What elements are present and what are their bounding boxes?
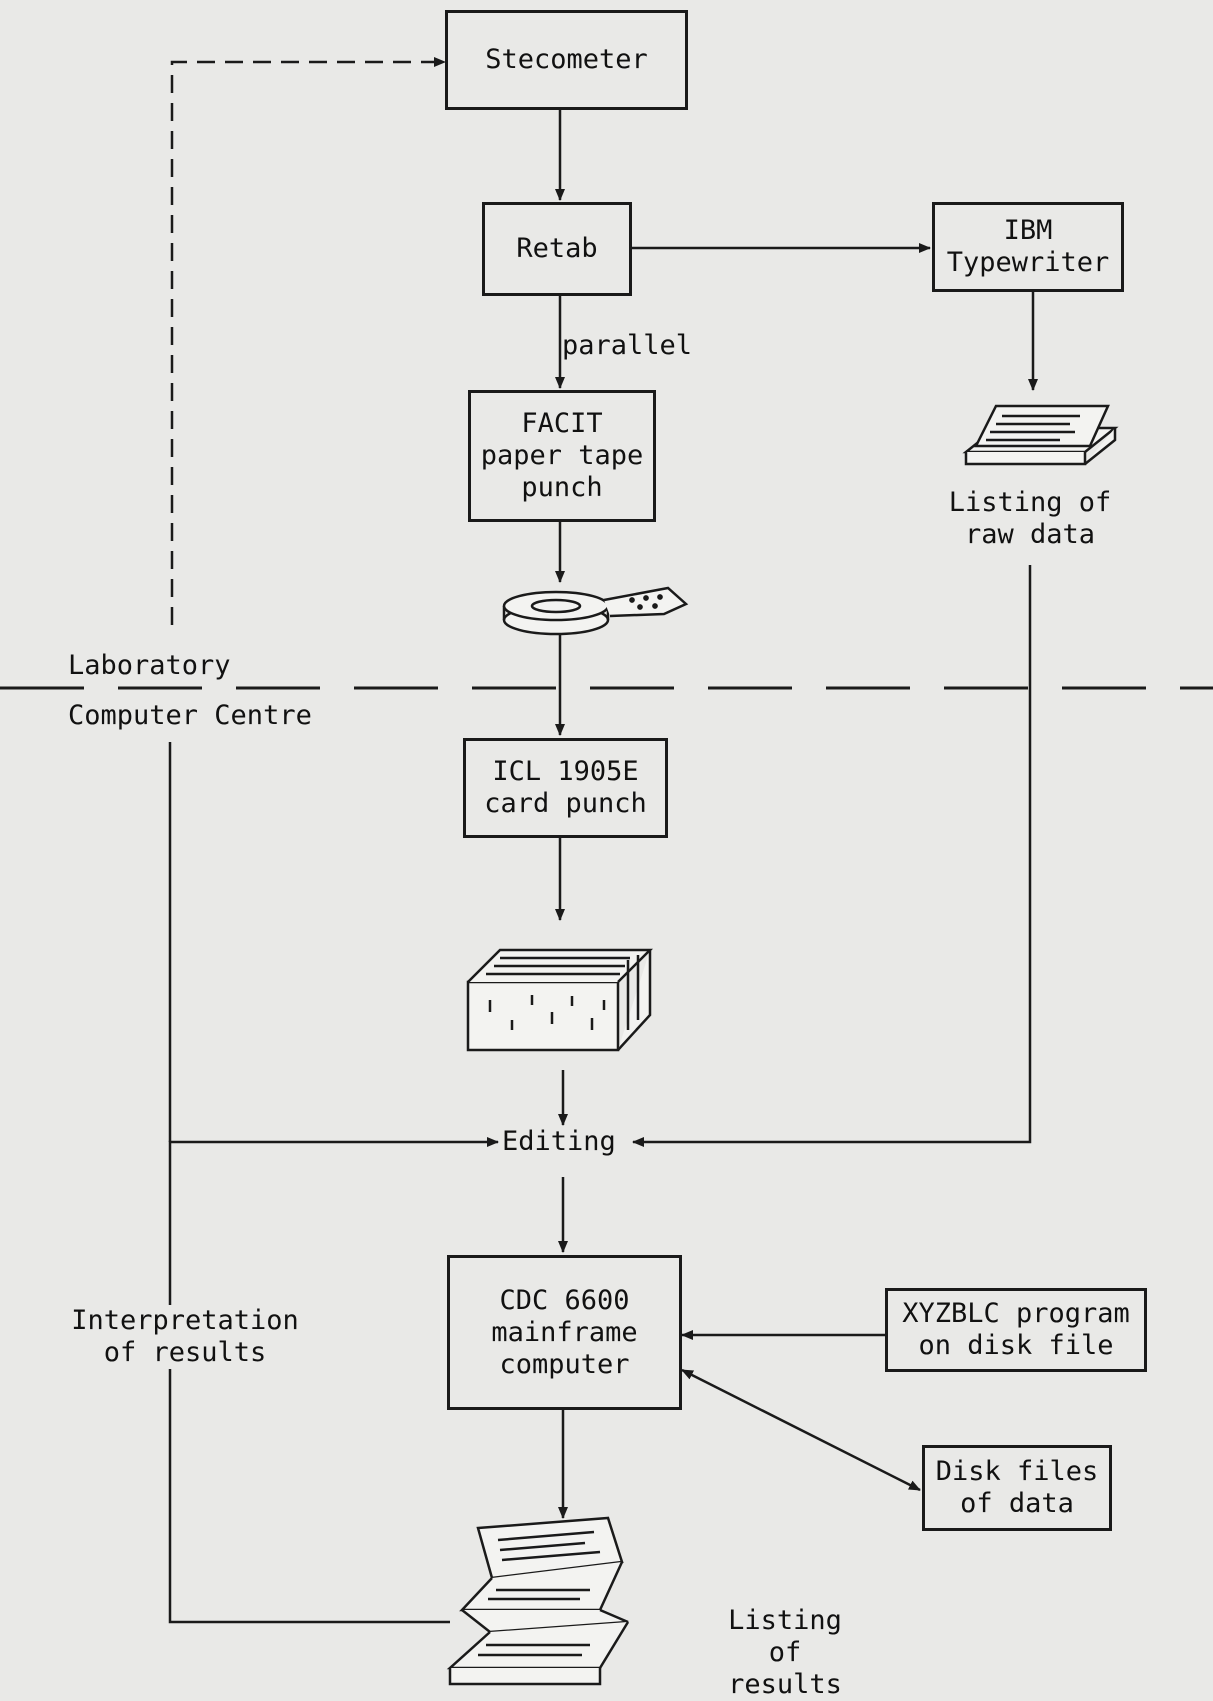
cdc-label-line1: CDC 6600 xyxy=(499,1285,629,1317)
disk-files-label-line2: of data xyxy=(960,1488,1074,1520)
fanfold-printout-icon xyxy=(450,1518,628,1684)
parallel-label: parallel xyxy=(562,330,692,362)
listing-raw-line1: Listing of xyxy=(940,487,1120,519)
facit-punch-box: FACIT paper tape punch xyxy=(468,390,656,522)
listing-raw-data-label: Listing of raw data xyxy=(940,487,1120,551)
facit-label-line3: punch xyxy=(521,472,602,504)
interpretation-label: Interpretation of results xyxy=(70,1305,300,1369)
cdc-label-line3: computer xyxy=(499,1349,629,1381)
computer-centre-label: Computer Centre xyxy=(68,700,312,732)
ibm-label-line2: Typewriter xyxy=(947,247,1110,279)
icl-label-line2: card punch xyxy=(484,788,647,820)
xyzblc-program-box: XYZBLC program on disk file xyxy=(885,1288,1147,1372)
editing-label: Editing xyxy=(502,1126,616,1158)
paper-tape-reel-icon xyxy=(504,588,686,634)
listing-results-label: Listing of results xyxy=(710,1605,860,1701)
laboratory-label: Laboratory xyxy=(68,650,231,682)
cdc-mainframe-box: CDC 6600 mainframe computer xyxy=(447,1255,682,1410)
facit-label-line2: paper tape xyxy=(481,440,644,472)
paper-stack-icon xyxy=(966,406,1115,464)
xyzblc-label-line2: on disk file xyxy=(918,1330,1113,1362)
listing-results-line2: of xyxy=(710,1637,860,1669)
ibm-label-line1: IBM xyxy=(1004,215,1053,247)
listing-raw-line2: raw data xyxy=(940,519,1120,551)
stecometer-label: Stecometer xyxy=(485,44,648,76)
arrow-rawdata-editing xyxy=(633,565,1030,1142)
card-deck-icon xyxy=(468,950,650,1050)
icl-label-line1: ICL 1905E xyxy=(492,756,638,788)
retab-box: Retab xyxy=(482,202,632,296)
interpretation-line2: of results xyxy=(70,1337,300,1369)
icl-card-punch-box: ICL 1905E card punch xyxy=(463,738,668,838)
xyzblc-label-line1: XYZBLC program xyxy=(902,1298,1130,1330)
facit-label-line1: FACIT xyxy=(521,408,602,440)
disk-files-label-line1: Disk files xyxy=(936,1456,1099,1488)
stecometer-box: Stecometer xyxy=(445,10,688,110)
arrow-cdc-diskfiles xyxy=(682,1370,920,1490)
dashed-loop-to-stecometer xyxy=(172,62,445,625)
listing-results-line1: Listing xyxy=(710,1605,860,1637)
cdc-label-line2: mainframe xyxy=(491,1317,637,1349)
retab-label: Retab xyxy=(516,233,597,265)
disk-files-box: Disk files of data xyxy=(922,1445,1112,1531)
interpretation-line1: Interpretation xyxy=(70,1305,300,1337)
listing-results-line3: results xyxy=(710,1669,860,1701)
ibm-typewriter-box: IBM Typewriter xyxy=(932,202,1124,292)
